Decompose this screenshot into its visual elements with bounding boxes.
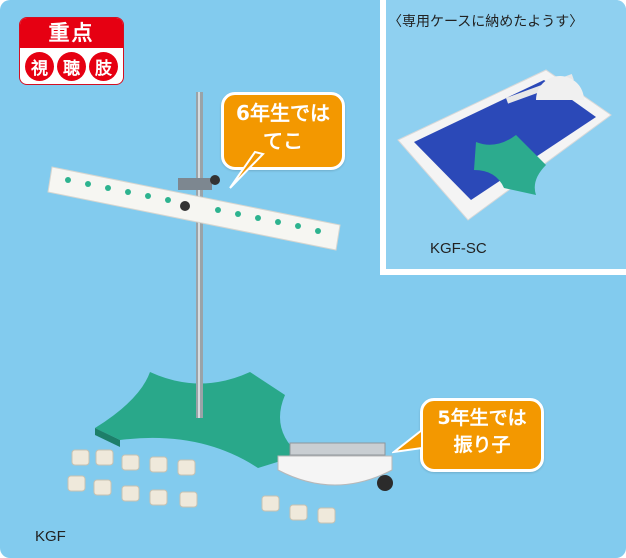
storage-case-illustration [397, 69, 612, 221]
audio-icon: 聴 [57, 52, 86, 81]
case-protractor [536, 76, 584, 100]
badge-icons: 視 聴 肢 [20, 48, 123, 81]
case-foam [414, 80, 596, 200]
pendulum-bar [289, 442, 386, 456]
lever-markers [65, 177, 321, 234]
case-base-piece [474, 135, 546, 195]
stand-base-edge [95, 428, 120, 447]
inset-caption: 〈専用ケースに納めたようす〉 [388, 14, 584, 30]
main-model-label: KGF [35, 528, 66, 545]
visual-icon: 視 [25, 52, 54, 81]
pendulum-knob [377, 475, 393, 491]
inset-model-label: KGF-SC [430, 240, 487, 257]
bubble-tail-2 [392, 428, 423, 454]
weight-blocks [67, 449, 336, 524]
bubble-grade6-line2: てこ [263, 129, 303, 153]
priority-badge: 重点 視 聴 肢 [19, 17, 124, 85]
bubble-grade5-line1: 5年生では [437, 407, 527, 429]
physical-icon: 肢 [89, 52, 118, 81]
lever-arm [47, 166, 341, 251]
grade5-pendulum-bubble: 5年生では 振り子 [420, 398, 544, 472]
rod-highlight [198, 92, 200, 418]
bubble-grade6-line1: 6年生では [236, 101, 330, 125]
bubble-tail [229, 150, 265, 189]
clamp [178, 178, 212, 190]
protractor [277, 455, 393, 486]
clamp-knob [210, 175, 220, 185]
grade6-lever-bubble: 6年生では てこ [221, 92, 345, 170]
pivot-screw [180, 201, 190, 211]
badge-title: 重点 [20, 18, 123, 48]
stand-base [95, 372, 300, 468]
bubble-grade5-line2: 振り子 [453, 434, 511, 456]
